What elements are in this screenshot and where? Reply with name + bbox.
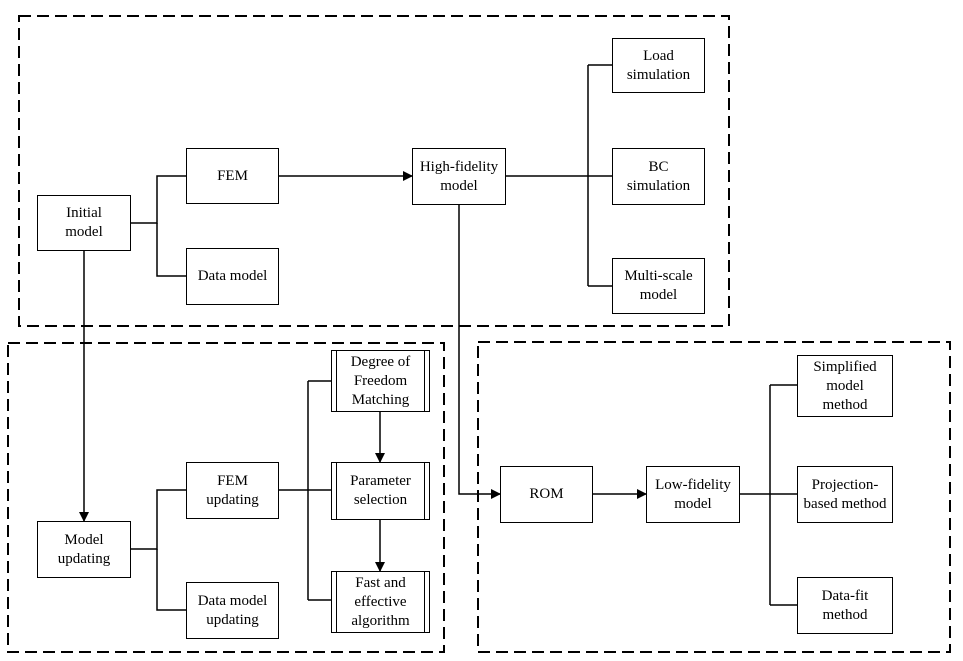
node-load-simulation: Load simulation	[612, 38, 705, 93]
node-initial-model: Initial model	[37, 195, 131, 251]
model-updating-group	[7, 342, 445, 653]
edge-initial-model-to-fem	[131, 175, 186, 224]
node-parameter-selection: Parameter selection	[331, 462, 430, 520]
model-reduction-group	[477, 341, 951, 653]
node-bc-simulation: BC simulation	[612, 148, 705, 205]
edge-model-updating-to-fem-updating	[131, 489, 186, 550]
edge-model-updating-to-data-model-updating	[156, 549, 186, 611]
node-fem-updating: FEM updating	[186, 462, 279, 519]
node-high-fidelity-model: High-fidelity model	[412, 148, 506, 205]
node-data-fit-method: Data-fit method	[797, 577, 893, 634]
node-projection-based-method: Projection- based method	[797, 466, 893, 523]
edge-high-fidelity-to-rom	[458, 205, 501, 499]
model-construction-group	[18, 15, 730, 327]
node-data-model-updating: Data model updating	[186, 582, 279, 639]
edge-initial-model-to-data-model	[156, 223, 186, 277]
node-degree-of-freedom-matching: Degree of Freedom Matching	[331, 350, 430, 412]
node-rom: ROM	[500, 466, 593, 523]
node-multi-scale-model: Multi-scale model	[612, 258, 705, 314]
node-model-updating: Model updating	[37, 521, 131, 578]
node-low-fidelity-model: Low-fidelity model	[646, 466, 740, 523]
node-fem: FEM	[186, 148, 279, 204]
node-data-model: Data model	[186, 248, 279, 305]
node-fast-and-effective-algorithm: Fast and effective algorithm	[331, 571, 430, 633]
node-simplified-model-method: Simplified model method	[797, 355, 893, 417]
